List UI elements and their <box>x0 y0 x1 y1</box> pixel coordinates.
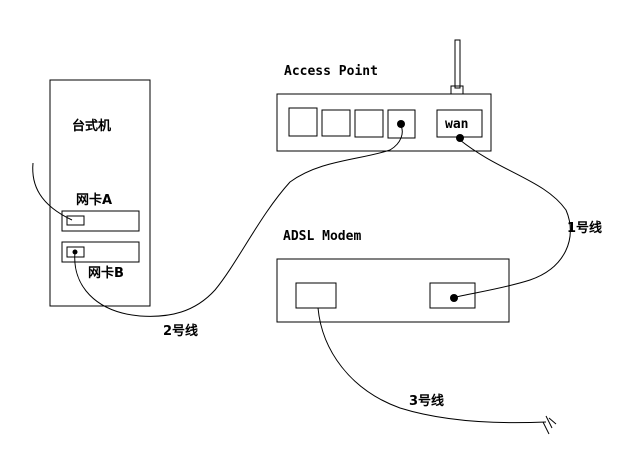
desktop-computer: 台式机 网卡A 网卡B <box>49 79 151 307</box>
nic-b-card <box>61 241 140 263</box>
antenna <box>454 39 461 89</box>
adsl-phone-port <box>295 282 337 309</box>
cable-1-label: 1号线 <box>567 220 602 236</box>
lan-port-1 <box>288 107 318 137</box>
adsl-modem-body <box>276 258 510 323</box>
nic-a-port <box>66 215 85 226</box>
nic-b-port <box>66 246 85 258</box>
nic-a-card <box>61 210 140 232</box>
wan-port-label: wan <box>445 117 468 132</box>
nic-b-label: 网卡B <box>88 265 124 281</box>
lan-port-3 <box>354 109 384 138</box>
cable-3-label: 3号线 <box>409 393 444 409</box>
desktop-label: 台式机 <box>72 118 111 134</box>
nic-a-label: 网卡A <box>76 192 112 208</box>
cable-2-label: 2号线 <box>163 323 198 339</box>
lan-port-4-plug <box>397 120 405 128</box>
adsl-modem-label: ADSL Modem <box>283 229 361 244</box>
nic-a-loose-cable <box>32 162 73 221</box>
lan-port-2 <box>321 109 351 137</box>
cable-3 <box>317 307 547 424</box>
access-point-body <box>276 93 492 152</box>
wan-port-plug <box>456 134 464 142</box>
access-point: Access Point wan <box>276 39 492 152</box>
antenna-base <box>450 85 464 95</box>
adsl-ethernet-port <box>429 282 476 309</box>
cable-2 <box>74 125 403 317</box>
cable-1 <box>455 139 571 298</box>
adsl-ethernet-plug <box>450 294 458 302</box>
adsl-modem: ADSL Modem <box>276 229 510 323</box>
access-point-label: Access Point <box>284 64 378 79</box>
desktop-case <box>49 79 151 307</box>
cable-3-plug-end <box>542 415 557 435</box>
